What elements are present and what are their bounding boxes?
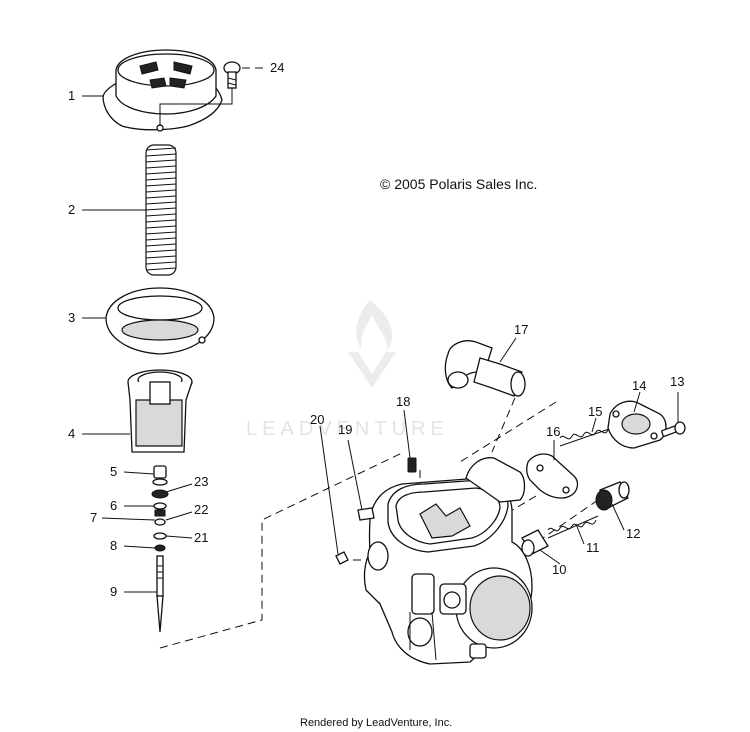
callout-16: 16 [546, 424, 560, 439]
part-carburetor-body [363, 457, 533, 665]
callout-13: 13 [670, 374, 684, 389]
part-spring-11 [547, 515, 599, 539]
part-spring-15 [559, 427, 613, 447]
part-diaphragm [105, 287, 215, 355]
part-elbow-fitting [444, 340, 526, 397]
watermark-text: LEADVENTURE [246, 418, 449, 440]
part-slide [127, 369, 193, 453]
part-screw-24 [159, 61, 266, 126]
part-adjuster [595, 481, 630, 511]
part-top-cover [102, 49, 223, 132]
callout-7: 7 [90, 510, 97, 525]
callout-21: 21 [194, 530, 208, 545]
part-plunger [521, 529, 549, 557]
callout-5: 5 [110, 464, 117, 479]
callout-8: 8 [110, 538, 117, 553]
part-bolt-13 [661, 421, 686, 437]
callout-3: 3 [68, 310, 75, 325]
callout-14: 14 [632, 378, 646, 393]
callout-17: 17 [514, 322, 528, 337]
callout-18: 18 [396, 394, 410, 409]
callout-4: 4 [68, 426, 75, 441]
callout-24: 24 [270, 60, 284, 75]
part-needle [156, 555, 164, 633]
copyright-notice: © 2005 Polaris Sales Inc. [380, 176, 537, 192]
callout-2: 2 [68, 202, 75, 217]
callout-20: 20 [310, 412, 324, 427]
callout-11: 11 [586, 540, 600, 555]
footer-credit: Rendered by LeadVenture, Inc. [300, 717, 452, 729]
callout-1: 1 [68, 88, 75, 103]
part-pump-housing [607, 400, 667, 449]
callout-labels: 1 2 3 4 5 6 7 8 9 10 11 12 13 14 15 16 1… [68, 60, 684, 599]
callout-19: 19 [338, 422, 352, 437]
callout-leaders [82, 95, 679, 593]
callout-22: 22 [194, 502, 208, 517]
callout-9: 9 [110, 584, 117, 599]
callout-10: 10 [552, 562, 566, 577]
part-jets [335, 457, 417, 565]
leadventure-watermark: LEADVENTURE [246, 300, 449, 440]
callout-23: 23 [194, 474, 208, 489]
part-cover-plate [526, 453, 579, 499]
callout-6: 6 [110, 498, 117, 513]
part-needle-hardware [151, 465, 169, 552]
callout-15: 15 [588, 404, 602, 419]
part-spring [145, 144, 177, 276]
callout-12: 12 [626, 526, 640, 541]
